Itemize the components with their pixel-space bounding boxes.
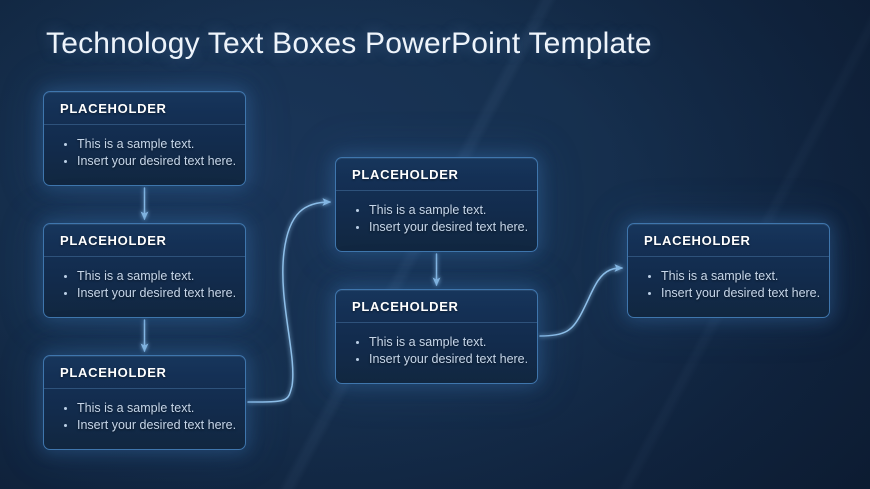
list-item: This is a sample text. [62,136,233,153]
text-box-3-body: This is a sample text. Insert your desir… [44,389,245,444]
text-box-4[interactable]: PLACEHOLDER This is a sample text. Inser… [335,157,538,252]
list-item: Insert your desired text here. [354,219,528,236]
list-item: This is a sample text. [354,202,525,219]
arrow-box5-to-box6 [539,264,624,337]
text-box-4-header: PLACEHOLDER [336,158,537,191]
list-item: Insert your desired text here. [62,417,236,434]
text-box-2[interactable]: PLACEHOLDER This is a sample text. Inser… [43,223,246,318]
bullet-list: This is a sample text. Insert your desir… [62,136,236,170]
text-box-5[interactable]: PLACEHOLDER This is a sample text. Inser… [335,289,538,384]
bullet-list: This is a sample text. Insert your desir… [62,268,236,302]
list-item: This is a sample text. [62,268,233,285]
text-box-6[interactable]: PLACEHOLDER This is a sample text. Inser… [627,223,830,318]
bullet-list: This is a sample text. Insert your desir… [646,268,820,302]
text-box-4-body: This is a sample text. Insert your desir… [336,191,537,246]
list-item: This is a sample text. [62,400,233,417]
text-box-6-body: This is a sample text. Insert your desir… [628,257,829,312]
list-item: Insert your desired text here. [354,351,528,368]
text-box-6-header: PLACEHOLDER [628,224,829,257]
page-title: Technology Text Boxes PowerPoint Templat… [46,27,652,60]
text-box-5-body: This is a sample text. Insert your desir… [336,323,537,378]
bullet-list: This is a sample text. Insert your desir… [62,400,236,434]
bullet-list: This is a sample text. Insert your desir… [354,202,528,236]
list-item: This is a sample text. [646,268,817,285]
list-item: Insert your desired text here. [646,285,820,302]
list-item: This is a sample text. [354,334,525,351]
text-box-5-header: PLACEHOLDER [336,290,537,323]
bullet-list: This is a sample text. Insert your desir… [354,334,528,368]
text-box-3-header: PLACEHOLDER [44,356,245,389]
text-box-1-header: PLACEHOLDER [44,92,245,125]
list-item: Insert your desired text here. [62,285,236,302]
text-box-2-body: This is a sample text. Insert your desir… [44,257,245,312]
text-box-1-body: This is a sample text. Insert your desir… [44,125,245,180]
list-item: Insert your desired text here. [62,153,236,170]
arrow-box3-to-box4 [247,198,332,403]
text-box-1[interactable]: PLACEHOLDER This is a sample text. Inser… [43,91,246,186]
text-box-2-header: PLACEHOLDER [44,224,245,257]
text-box-3[interactable]: PLACEHOLDER This is a sample text. Inser… [43,355,246,450]
